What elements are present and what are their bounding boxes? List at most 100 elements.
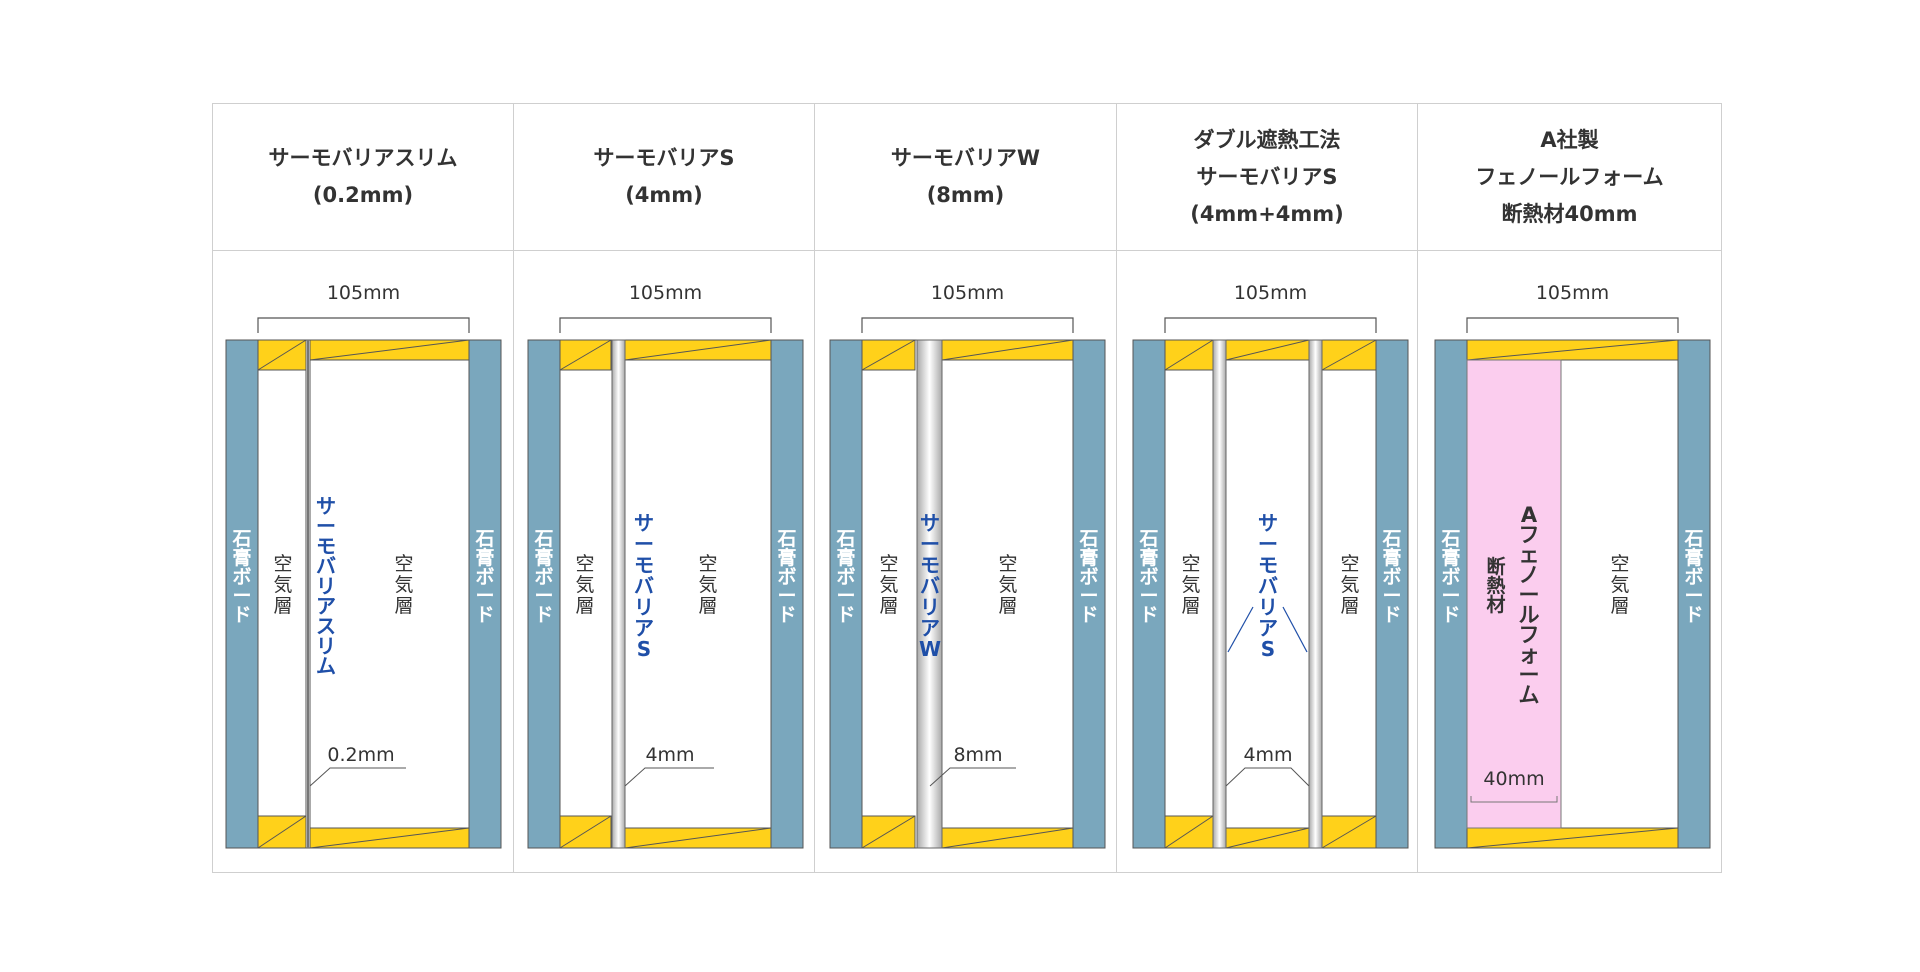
air-layer-right-label: 空気層 xyxy=(1340,553,1359,617)
gypsum-board-label-char: 石 xyxy=(835,528,855,550)
air-layer-right-label-char: 層 xyxy=(1610,595,1629,617)
barrier-label-char: W xyxy=(919,637,941,661)
gypsum-board xyxy=(1132,339,1166,849)
gypsum-board-label-char: 石 xyxy=(1381,528,1401,550)
column-header-4: ダブル遮熱工法 サーモバリアS (4mm+4mm) xyxy=(1117,104,1418,251)
barrier-label-char: モ xyxy=(1258,553,1278,577)
gypsum-board-label-char: ー xyxy=(1382,585,1401,607)
barrier-label-char: ス xyxy=(316,614,336,638)
gypsum-board-label-char: 石 xyxy=(231,528,251,550)
foam-label-char: フ xyxy=(1519,623,1540,647)
stud-diagonal xyxy=(1466,827,1679,849)
barrier-label-char: ー xyxy=(634,532,654,556)
barrier-label-char: バ xyxy=(920,574,940,598)
stud-diagonal xyxy=(624,827,772,849)
column-body-3 xyxy=(815,251,1117,873)
gypsum-board-label-char: ド xyxy=(1441,604,1460,626)
header-line: A社製 xyxy=(1540,127,1599,152)
gypsum-board xyxy=(1375,339,1409,849)
barrier-label-char: ー xyxy=(1258,532,1278,556)
header-line: フェノールフォーム xyxy=(1475,164,1664,189)
air-layer-left-label-char: 気 xyxy=(273,574,292,596)
gypsum-board-label-char: 膏 xyxy=(232,546,251,569)
phenolic-foam-insulation xyxy=(1466,359,1562,829)
foam-label-char: ー xyxy=(1519,583,1540,607)
gypsum-board-label-char: ボ xyxy=(475,566,494,588)
gypsum-board-label-char: 石 xyxy=(1138,528,1158,550)
column-header-2: サーモバリアS (4mm) xyxy=(514,104,815,251)
barrier-label-char: ー xyxy=(920,532,940,556)
air-layer-right-label-char: 空 xyxy=(698,553,717,575)
gypsum-board-label-char: 石 xyxy=(776,528,796,550)
barrier-label-char: サ xyxy=(920,511,940,535)
stud-diagonal xyxy=(309,339,470,361)
thickness-bracket xyxy=(1470,796,1558,803)
barrier-label-char: リ xyxy=(634,595,654,619)
barrier-label-char: サ xyxy=(316,494,336,518)
barrier-sheet-right xyxy=(1308,339,1323,849)
header-line: 断熱材40mm xyxy=(1501,201,1638,226)
air-layer-left-label-char: 層 xyxy=(273,595,292,617)
column-body-4 xyxy=(1117,251,1418,873)
air-layer-left-label-char: 気 xyxy=(879,574,898,596)
gypsum-board-label-char: 膏 xyxy=(1139,546,1158,569)
header-line: (4mm) xyxy=(625,183,703,207)
gypsum-board-label-char: 石 xyxy=(474,528,494,550)
gypsum-board-label-char: ボ xyxy=(1139,566,1158,588)
barrier-label-char: ム xyxy=(316,654,336,678)
thickness-label: 4mm xyxy=(645,744,694,766)
barrier-sheet xyxy=(916,339,943,849)
gypsum-board-label-char: ボ xyxy=(534,566,553,588)
gypsum-board-label-char: ド xyxy=(1684,604,1703,626)
air-layer-right-label-char: 層 xyxy=(1340,595,1359,617)
gypsum-board-label-char: ー xyxy=(777,585,796,607)
thickness-label: 4mm xyxy=(1243,744,1292,766)
stud-diagonal xyxy=(559,815,612,849)
air-layer-left-label-char: 気 xyxy=(575,574,594,596)
foam-label-char: ェ xyxy=(1519,543,1540,567)
air-layer-left-label-char: 層 xyxy=(1181,595,1200,617)
gypsum-board-label-char: 膏 xyxy=(534,546,553,569)
gypsum-board xyxy=(527,339,561,849)
barrier-label: サーモバリアS xyxy=(634,511,654,661)
header-line: サーモバリアW xyxy=(890,146,1041,170)
gypsum-board-label-char: 膏 xyxy=(777,546,796,569)
barrier-label-char: リ xyxy=(316,574,336,598)
dimension-bracket xyxy=(559,317,772,333)
column-header-3: サーモバリアW (8mm) xyxy=(815,104,1117,251)
barrier-label-char: ア xyxy=(316,594,336,618)
stud-diagonal xyxy=(559,339,612,371)
column-body-1 xyxy=(213,251,514,873)
dimension-bracket xyxy=(257,317,470,333)
gypsum-board xyxy=(225,339,259,849)
air-layer-right-label: 空気層 xyxy=(394,553,413,617)
air-layer-right-label-char: 空 xyxy=(394,553,413,575)
wall-cavity xyxy=(861,339,1074,849)
dimension-label: 105mm xyxy=(629,282,702,304)
stud-diagonal xyxy=(257,339,307,371)
foam-label-char: フ xyxy=(1519,523,1540,547)
air-layer-left-label: 空気層 xyxy=(575,553,594,617)
column-header-1: サーモバリアスリム (0.2mm) xyxy=(213,104,514,251)
header-line: (8mm) xyxy=(926,183,1005,207)
foam-label-char: A xyxy=(1521,503,1538,527)
air-layer-left-label-char: 空 xyxy=(273,553,292,575)
barrier-label-char: リ xyxy=(1258,595,1278,619)
barrier-label-char: バ xyxy=(634,574,654,598)
gypsum-board-label-char: ド xyxy=(1139,604,1158,626)
barrier-label-char: ア xyxy=(920,616,940,640)
gypsum-board-label-char: ボ xyxy=(1382,566,1401,588)
gypsum-board-label-char: 石 xyxy=(1078,528,1098,550)
air-layer-right-label-char: 層 xyxy=(698,595,717,617)
thickness-label: 0.2mm xyxy=(327,744,394,766)
air-layer-right-label: 空気層 xyxy=(698,553,717,617)
gypsum-board-label-char: 石 xyxy=(1440,528,1460,550)
gypsum-board-label-char: ド xyxy=(232,604,251,626)
header-line: ダブル遮熱工法 xyxy=(1193,127,1341,152)
gypsum-board-label-char: 膏 xyxy=(1684,546,1703,569)
foam-sub-label-char: 材 xyxy=(1486,593,1505,616)
